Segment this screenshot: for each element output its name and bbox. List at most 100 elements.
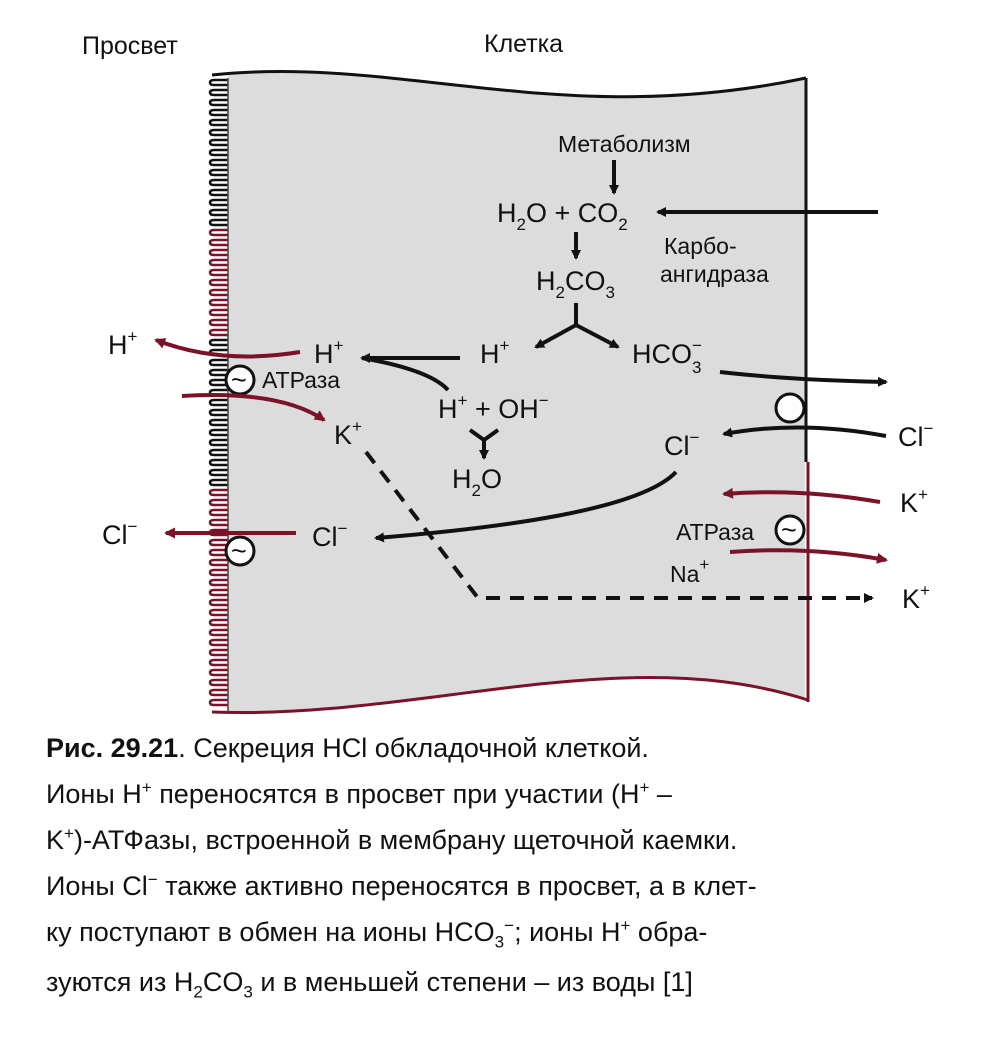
microvillus	[208, 98, 228, 107]
microvillus	[208, 618, 228, 627]
apical-cl-symbol: ~	[231, 536, 247, 566]
microvillus	[208, 288, 228, 297]
hco3-efflux-arrow	[719, 370, 888, 387]
carbonic-anhydrase-label-2: ангидраза	[660, 261, 769, 287]
microvillus	[208, 78, 228, 87]
microvillus	[208, 518, 228, 527]
microvillus	[208, 128, 228, 137]
microvillus	[208, 338, 228, 347]
microvillus	[208, 478, 228, 487]
microvillus	[208, 658, 228, 667]
microvillus	[208, 648, 228, 657]
metabolism-label: Метаболизм	[558, 131, 691, 157]
microvillus	[208, 608, 228, 617]
basolateral-atpase-symbol: ~	[781, 515, 797, 545]
k-plus-outside-upper: K+	[900, 485, 928, 518]
caption-line-5a: ку поступают в обмен на ионы HCO	[46, 917, 495, 947]
microvillus	[208, 298, 228, 307]
caption-line-3a: K	[46, 825, 65, 855]
microvillus	[208, 428, 228, 437]
microvillus	[208, 88, 228, 97]
cell-top-edge	[211, 70, 807, 99]
microvillus	[208, 148, 228, 157]
microvillus	[208, 158, 228, 167]
microvillus	[208, 638, 228, 647]
apical-atpase-symbol: ~	[231, 365, 247, 395]
caption-line-4b: также активно переносятся в просвет, а в…	[157, 871, 757, 901]
microvillus	[208, 438, 228, 447]
water-dissociation-label: H+ + OH−	[438, 391, 549, 424]
basolateral-atpase-circle	[774, 514, 806, 546]
caption-line-6b: CO	[202, 967, 244, 998]
microvillus	[208, 268, 228, 277]
water-h-arrow	[361, 356, 450, 392]
microvillus	[208, 358, 228, 367]
caption-line-2b: переносятся в просвет при участии (H	[151, 779, 640, 809]
cell-bottom-edge	[211, 676, 809, 715]
microvillus	[208, 108, 228, 117]
apical-atpase-label: АТРаза	[262, 367, 340, 393]
microvillus	[208, 218, 228, 227]
caption-line-5b: ; ионы H	[514, 917, 621, 947]
microvillus	[208, 418, 228, 427]
microvillus	[208, 168, 228, 177]
dissociation-arrow-hco3	[575, 323, 620, 349]
k-plus-outside-lower: K+	[902, 581, 930, 614]
microvillus	[208, 408, 228, 417]
microvillus	[208, 568, 228, 577]
microvillus	[208, 698, 228, 707]
figure-number: Рис. 29.21	[46, 733, 179, 763]
caption-line-4a: Ионы Cl	[46, 871, 148, 901]
caption-line-5c: обра-	[630, 917, 708, 947]
microvillus	[208, 238, 228, 247]
microvillus	[208, 448, 228, 457]
anion-exchanger	[774, 392, 806, 424]
microvillus	[208, 118, 228, 127]
lumen-header: Просвет	[82, 32, 178, 60]
h-plus-lumen: H+	[108, 327, 138, 360]
caption-line-6a: зуются из H	[46, 967, 194, 998]
microvillus	[208, 208, 228, 217]
microvillus	[208, 598, 228, 607]
cl-lumen-label: Cl−	[102, 517, 138, 550]
hcl-secretion-diagram: Просвет Клетка Метаболизм H2O + CO2 Карб…	[82, 30, 934, 715]
microvillus	[208, 458, 228, 467]
cl-influx-arrow	[722, 425, 887, 438]
dissociation-arrow-h	[534, 323, 577, 349]
caption-line-2a: Ионы H	[46, 779, 142, 809]
microvillus	[208, 228, 228, 237]
k-influx-basolateral-arrow	[722, 487, 881, 504]
microvillus	[208, 558, 228, 567]
microvillus	[208, 548, 228, 557]
cell-header: Клетка	[484, 30, 563, 58]
microvillus	[208, 328, 228, 337]
water-dissociation-arrow	[468, 428, 500, 458]
k-uptake-arrow	[181, 393, 326, 422]
microvillus	[208, 578, 228, 587]
microvillus	[208, 508, 228, 517]
microvillus	[208, 368, 228, 377]
microvillus	[208, 318, 228, 327]
microvillus	[208, 678, 228, 687]
microvillus	[208, 488, 228, 497]
microvillus	[208, 668, 228, 677]
microvillus	[208, 138, 228, 147]
microvillus	[208, 498, 228, 507]
microvillus	[208, 308, 228, 317]
microvillus	[208, 398, 228, 407]
microvillus	[208, 278, 228, 287]
figure-caption: Рис. 29.21. Секреция HCl обкладочной кле…	[46, 733, 757, 1002]
cl-outside-label: Cl−	[898, 419, 934, 452]
microvillus	[208, 248, 228, 257]
microvillus	[208, 468, 228, 477]
microvillus	[208, 188, 228, 197]
caption-line-3b: )-АТФазы, встроенной в мембрану щеточной…	[73, 825, 738, 855]
microvillus	[208, 198, 228, 207]
caption-line-6c: и в меньшей степени – из воды [1]	[252, 967, 693, 998]
microvillus	[208, 588, 228, 597]
h-secretion-arrow	[154, 338, 301, 359]
microvillus	[208, 688, 228, 697]
microvillus	[208, 628, 228, 637]
brush-border	[208, 78, 229, 712]
microvillus	[208, 178, 228, 187]
